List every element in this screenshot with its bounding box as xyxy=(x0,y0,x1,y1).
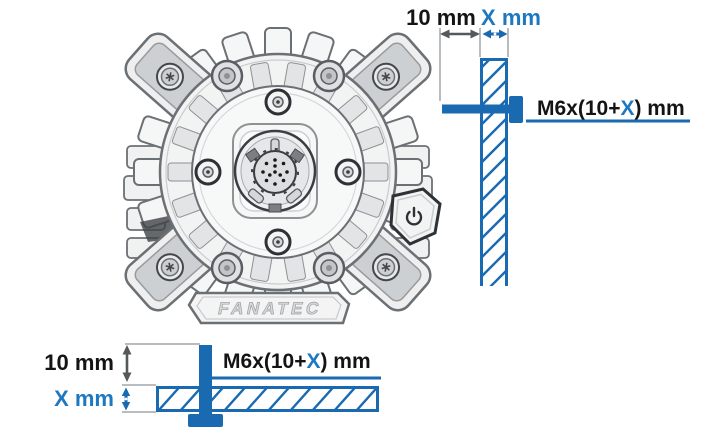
extension-lines xyxy=(122,343,200,413)
power-icon xyxy=(405,206,423,226)
bolt-spec-prefix: M6x(10+ xyxy=(223,350,307,373)
center-connector xyxy=(232,123,318,219)
power-button xyxy=(389,187,442,246)
top-dimension-drawing xyxy=(439,28,690,286)
bottom-bolt-spec-label: M6x(10+X) mm xyxy=(223,350,371,374)
bolt-spec-suffix: ) mm xyxy=(320,350,371,373)
bolt-spec-suffix: ) mm xyxy=(634,97,685,120)
bottom-thickness-dimension-label: X mm xyxy=(54,386,114,411)
top-offset-dimension-label: 10 mm xyxy=(406,5,476,30)
thickness-arrow xyxy=(121,387,131,411)
bolt-spec-variable: X xyxy=(620,97,635,120)
top-mounting-bolt xyxy=(442,96,523,123)
offset-arrow xyxy=(122,345,132,382)
bolt-spec-prefix: M6x(10+ xyxy=(537,97,621,120)
brand-label: FANATEC xyxy=(216,298,324,318)
fanatec-badge: FANATEC xyxy=(187,291,351,325)
spec-underline xyxy=(526,119,690,123)
wall-cross-section xyxy=(480,58,508,286)
extension-lines xyxy=(439,28,509,101)
thickness-arrow xyxy=(482,29,508,39)
wheel-base-illustration: FANATEC xyxy=(120,28,442,325)
bottom-mounting-bolt xyxy=(188,345,223,427)
top-bolt-spec-label: M6x(10+X) mm xyxy=(537,97,685,121)
connector-pins xyxy=(261,158,289,186)
spec-underline xyxy=(212,376,381,380)
plate-cross-section xyxy=(156,386,379,412)
bolt-spec-variable: X xyxy=(306,350,321,373)
bottom-offset-dimension-label: 10 mm xyxy=(44,350,114,375)
top-thickness-dimension-label: X mm xyxy=(481,5,541,30)
bottom-dimension-drawing xyxy=(121,343,381,427)
offset-arrow xyxy=(440,29,480,39)
